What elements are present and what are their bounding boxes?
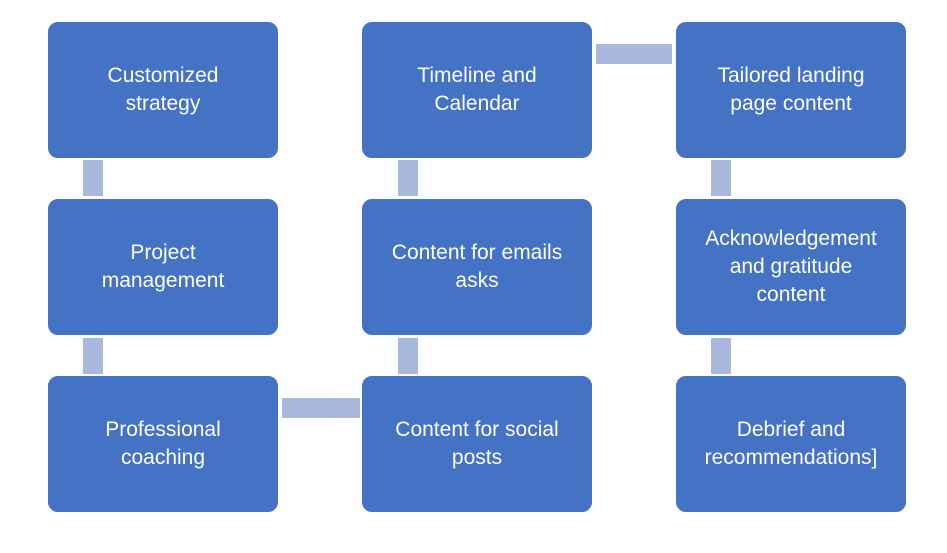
connector-emails-to-timeline	[398, 160, 418, 196]
node-content-emails-asks: Content for emails asks	[361, 198, 593, 336]
node-content-social-posts: Content for social posts	[361, 375, 593, 513]
node-tailored-landing-page: Tailored landing page content	[675, 21, 907, 159]
connector-timeline-to-landing-page	[596, 44, 672, 64]
node-debrief-recommendations: Debrief and recommendations]	[675, 375, 907, 513]
node-project-management: Project management	[47, 198, 279, 336]
node-timeline-calendar: Timeline and Calendar	[361, 21, 593, 159]
node-professional-coaching: Professional coaching	[47, 375, 279, 513]
node-customized-strategy: Customized strategy	[47, 21, 279, 159]
node-acknowledgement-gratitude: Acknowledgement and gratitude content	[675, 198, 907, 336]
connector-landing-page-to-acknowledgement	[711, 160, 731, 196]
connector-acknowledgement-to-debrief	[711, 338, 731, 374]
connector-coaching-to-social-posts	[282, 398, 360, 418]
connector-strategy-to-project-management	[83, 160, 103, 196]
connector-social-posts-to-emails	[398, 338, 418, 374]
connector-project-management-to-coaching	[83, 338, 103, 374]
